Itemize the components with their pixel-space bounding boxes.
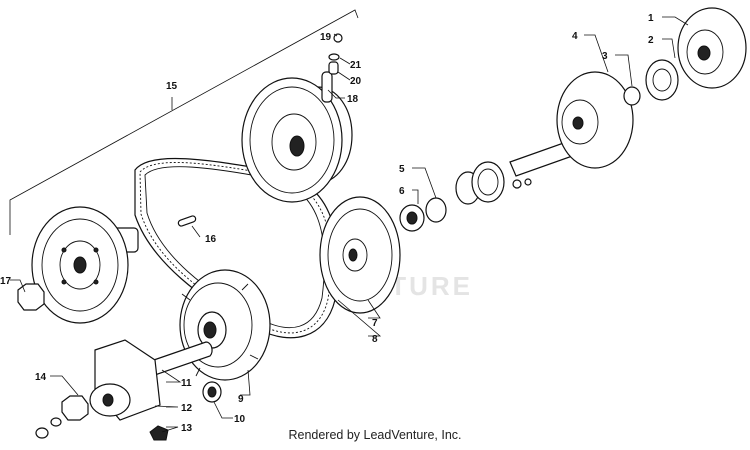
callout-1: 1 [648,13,654,24]
pin-16 [177,215,197,227]
leader-lines [10,16,689,433]
footer-credit: Rendered by LeadVenture, Inc. [288,428,462,442]
drive-sheave-fixed [17,206,139,324]
bracket-13 [149,425,169,441]
callout-12: 12 [181,403,193,414]
callout-6: 6 [399,186,405,197]
callout-7: 7 [372,318,378,329]
callout-3: 3 [602,51,608,62]
seal-bearing-5-6 [399,197,447,232]
callout-20: 20 [350,76,362,87]
driven-cam-9 [179,269,271,381]
callout-5: 5 [399,164,405,175]
callout-8: 8 [372,334,378,345]
callout-2: 2 [648,35,654,46]
output-drum-4 [509,71,634,189]
assembly-bracket-15 [9,9,359,235]
roller-ring [455,161,505,205]
callout-21: 21 [350,60,362,71]
drive-sheave-moveable [241,71,353,203]
callout-19: 19 [320,32,332,43]
clutch-housing-1-2-3 [623,7,747,106]
callout-4: 4 [572,31,578,42]
driven-sheave [319,196,401,314]
callout-14: 14 [35,372,47,383]
shaft-11 [147,341,213,377]
washers [35,417,62,439]
callout-9: 9 [238,394,244,405]
callout-17: 17 [0,276,12,287]
callout-18: 18 [347,94,359,105]
callout-labels: 1 2 3 4 5 6 7 8 9 10 11 12 13 14 15 16 1… [0,13,654,434]
callout-11: 11 [181,378,192,389]
spring-pin-hardware [328,33,343,75]
callout-13: 13 [181,423,193,434]
callout-15: 15 [166,81,178,92]
bushing-10 [202,381,222,403]
callout-10: 10 [234,414,246,425]
callout-16: 16 [205,234,217,245]
cam-cover-12 [61,339,161,421]
